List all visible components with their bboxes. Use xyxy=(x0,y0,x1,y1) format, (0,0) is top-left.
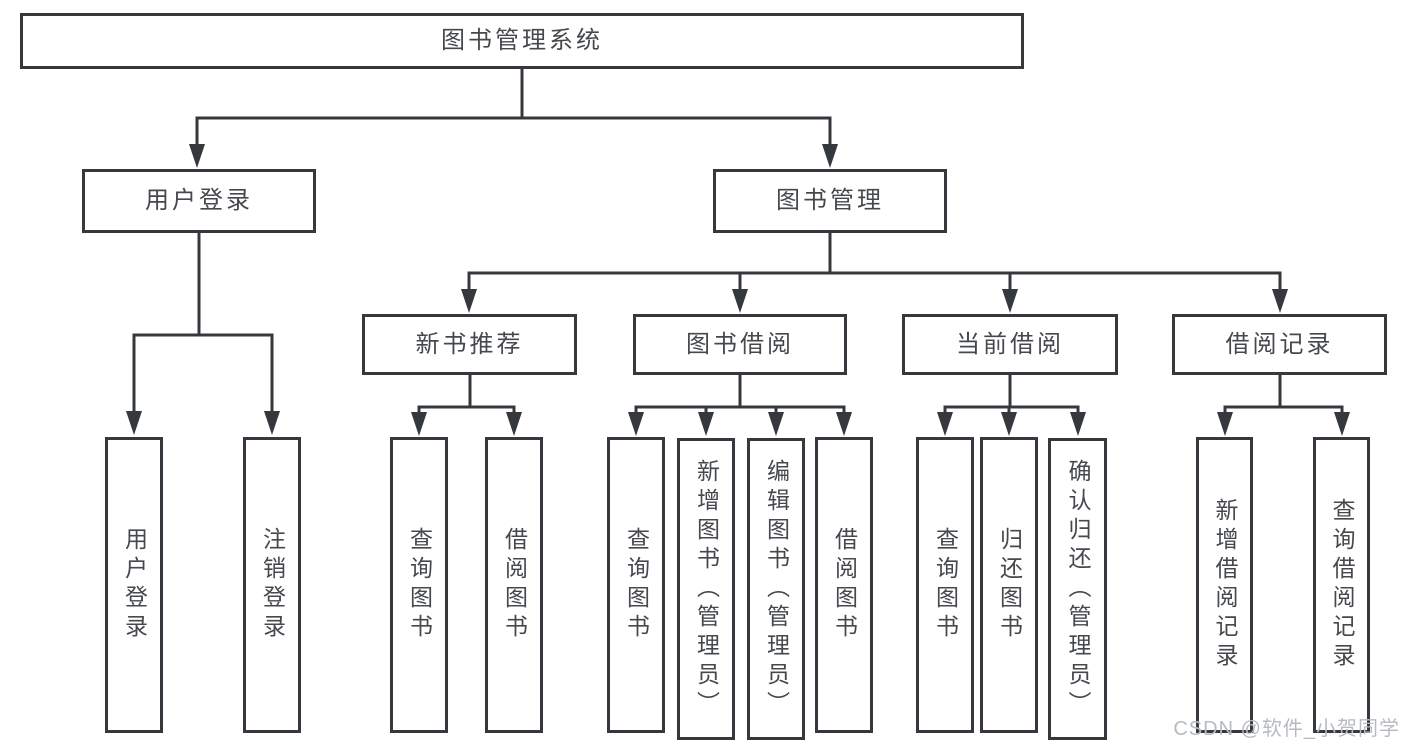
leaf-cb-query-book: 查询图书 xyxy=(916,437,974,733)
node-root-label: 图书管理系统 xyxy=(441,27,603,54)
leaf-cb-return-book-label: 归还图书 xyxy=(996,527,1023,643)
node-book-management: 图书管理 xyxy=(713,169,947,233)
node-user-login: 用户登录 xyxy=(82,169,316,233)
node-book-borrowing-label: 图书借阅 xyxy=(686,330,794,358)
leaf-bb-borrow-book-label: 借阅图书 xyxy=(831,527,858,643)
node-user-login-label: 用户登录 xyxy=(145,187,253,214)
node-book-management-label: 图书管理 xyxy=(776,187,884,214)
leaf-br-query-record: 查询借阅记录 xyxy=(1313,437,1370,733)
csdn-watermark: CSDN @软件_小贺同学 xyxy=(1173,718,1400,740)
leaf-cb-query-book-label: 查询图书 xyxy=(932,527,959,643)
node-new-book-recommend: 新书推荐 xyxy=(362,314,577,375)
leaf-br-add-record: 新增借阅记录 xyxy=(1196,437,1253,733)
leaf-logout-label: 注销登录 xyxy=(259,527,286,643)
leaf-cb-return-book: 归还图书 xyxy=(980,437,1038,733)
leaf-user-login-label: 用户登录 xyxy=(121,527,148,643)
leaf-bb-add-book-admin: 新增图书（管理员） xyxy=(677,438,735,740)
leaf-cb-confirm-return-admin-label: 确认归还（管理员） xyxy=(1065,458,1091,720)
node-borrowing-records: 借阅记录 xyxy=(1172,314,1387,375)
leaf-cb-confirm-return-admin: 确认归还（管理员） xyxy=(1048,438,1107,740)
leaf-nb-borrow-book: 借阅图书 xyxy=(485,437,543,733)
leaf-br-query-record-label: 查询借阅记录 xyxy=(1329,498,1355,672)
node-current-borrowing-label: 当前借阅 xyxy=(956,330,1064,358)
node-book-borrowing: 图书借阅 xyxy=(633,314,847,375)
leaf-bb-edit-book-admin: 编辑图书（管理员） xyxy=(747,438,805,740)
leaf-bb-query-book: 查询图书 xyxy=(607,437,665,733)
node-current-borrowing: 当前借阅 xyxy=(902,314,1118,375)
leaf-bb-borrow-book: 借阅图书 xyxy=(815,437,873,733)
node-new-book-recommend-label: 新书推荐 xyxy=(415,330,524,358)
node-root: 图书管理系统 xyxy=(20,13,1024,69)
leaf-bb-query-book-label: 查询图书 xyxy=(623,527,650,643)
leaf-br-add-record-label: 新增借阅记录 xyxy=(1212,498,1238,672)
leaf-nb-query-book-label: 查询图书 xyxy=(406,527,433,643)
leaf-bb-add-book-admin-label: 新增图书（管理员） xyxy=(693,458,720,720)
leaf-nb-borrow-book-label: 借阅图书 xyxy=(501,527,528,643)
leaf-user-login: 用户登录 xyxy=(105,437,163,733)
leaf-logout: 注销登录 xyxy=(243,437,301,733)
leaf-nb-query-book: 查询图书 xyxy=(390,437,448,733)
leaf-bb-edit-book-admin-label: 编辑图书（管理员） xyxy=(763,458,790,720)
node-borrowing-records-label: 借阅记录 xyxy=(1225,330,1334,358)
